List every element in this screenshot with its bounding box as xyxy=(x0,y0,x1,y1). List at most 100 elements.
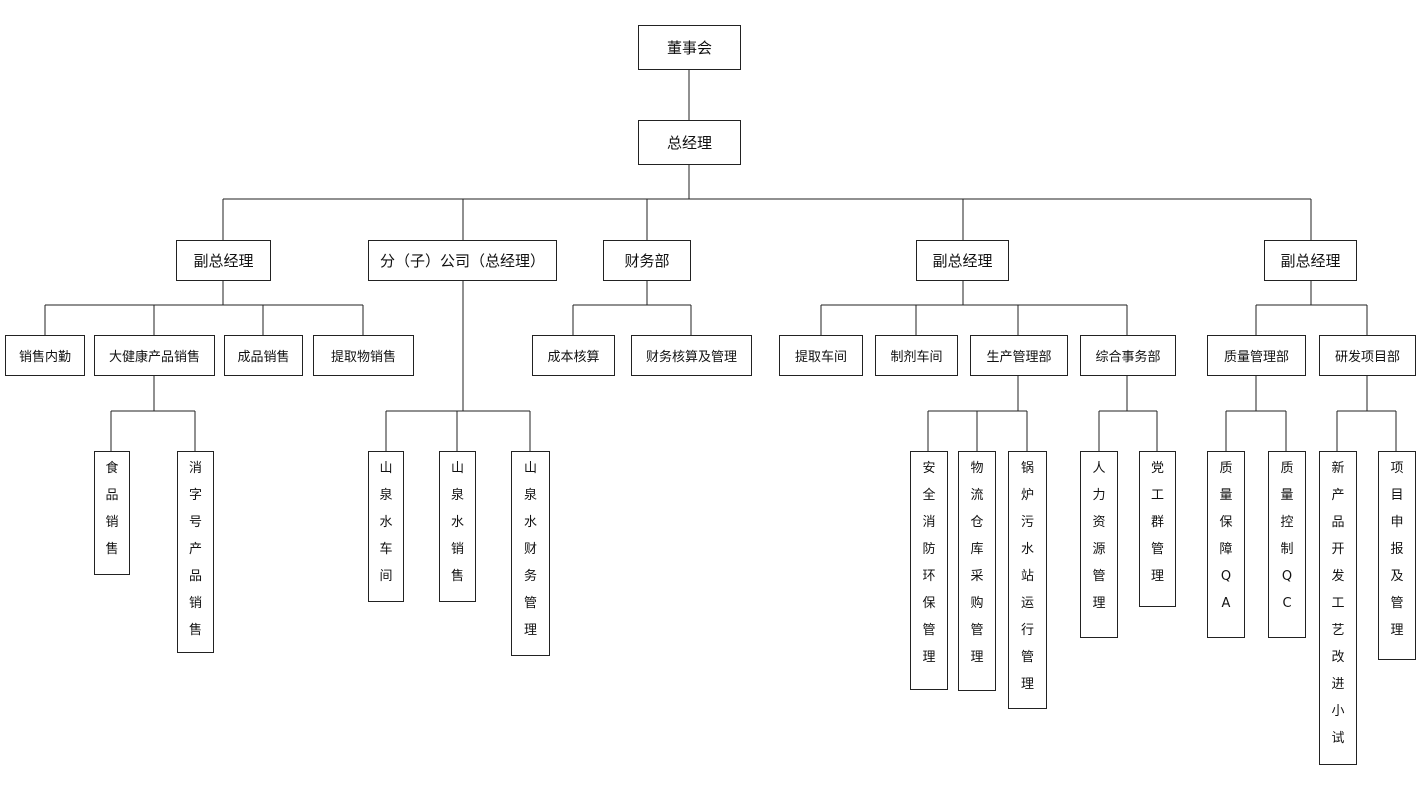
vertical-char: 售 xyxy=(450,569,464,584)
vertical-char: 群 xyxy=(1150,515,1164,530)
vertical-char: 理 xyxy=(922,650,936,665)
vertical-char: 物 xyxy=(970,461,984,476)
vertical-node: 人力资源管理 xyxy=(1080,451,1118,638)
vertical-char: 质 xyxy=(1219,461,1233,476)
vertical-char: 站 xyxy=(1020,569,1034,584)
quality-mgmt-node: 质量管理部 xyxy=(1207,335,1306,376)
vertical-char: 山 xyxy=(450,461,464,476)
vertical-char: 管 xyxy=(970,623,984,638)
vertical-node: 安全消防环保管理 xyxy=(910,451,948,690)
formulation-workshop-node: 制剂车间 xyxy=(875,335,958,376)
vertical-char: 新 xyxy=(1331,461,1345,476)
finance-dept-node: 财务部 xyxy=(603,240,691,281)
financial-accounting-node: 财务核算及管理 xyxy=(631,335,752,376)
general-affairs-node: 综合事务部 xyxy=(1080,335,1176,376)
vertical-char: 艺 xyxy=(1331,623,1345,638)
vertical-char: 产 xyxy=(1331,488,1345,503)
vertical-char: 管 xyxy=(922,623,936,638)
vertical-char: Q xyxy=(1220,569,1232,584)
vertical-node: 项目申报及管理 xyxy=(1378,451,1416,660)
vertical-char: 采 xyxy=(970,569,984,584)
vertical-char: 理 xyxy=(1020,677,1034,692)
vertical-char: 理 xyxy=(1150,569,1164,584)
vertical-char: 报 xyxy=(1390,542,1404,557)
vertical-char: 流 xyxy=(970,488,984,503)
vertical-char: 号 xyxy=(188,515,202,530)
board-node: 董事会 xyxy=(638,25,741,70)
vertical-char: 购 xyxy=(970,596,984,611)
vertical-char: 资 xyxy=(1092,515,1106,530)
vertical-char: 理 xyxy=(523,623,537,638)
vertical-char: 水 xyxy=(450,515,464,530)
vertical-node: 山泉水车间 xyxy=(368,451,404,602)
vertical-char: 务 xyxy=(523,569,537,584)
vertical-char: 字 xyxy=(188,488,202,503)
vertical-char: 泉 xyxy=(523,488,537,503)
production-mgmt-node: 生产管理部 xyxy=(970,335,1068,376)
vertical-char: 障 xyxy=(1219,542,1233,557)
vertical-char: 锅 xyxy=(1020,461,1034,476)
cost-accounting-node: 成本核算 xyxy=(532,335,615,376)
rd-project-node: 研发项目部 xyxy=(1319,335,1416,376)
vertical-char: 工 xyxy=(1150,488,1164,503)
vertical-node: 消字号产品销售 xyxy=(177,451,214,653)
vertical-char: C xyxy=(1282,596,1292,611)
vertical-char: 制 xyxy=(1280,542,1294,557)
vertical-char: 量 xyxy=(1280,488,1294,503)
vertical-char: 销 xyxy=(450,542,464,557)
vertical-char: 申 xyxy=(1390,515,1404,530)
vertical-char: 炉 xyxy=(1020,488,1034,503)
vertical-char: 管 xyxy=(1150,542,1164,557)
vertical-char: 水 xyxy=(379,515,393,530)
vertical-char: 间 xyxy=(379,569,393,584)
vertical-char: 及 xyxy=(1390,569,1404,584)
gm-node: 总经理 xyxy=(638,120,741,165)
vertical-char: 试 xyxy=(1331,731,1345,746)
vp-sales-node: 副总经理 xyxy=(176,240,271,281)
vertical-node: 锅炉污水站运行管理 xyxy=(1008,451,1047,709)
vertical-node: 山泉水销售 xyxy=(439,451,476,602)
vertical-char: 进 xyxy=(1331,677,1345,692)
vertical-node: 新产品开发工艺改进小试 xyxy=(1319,451,1357,765)
vertical-char: 目 xyxy=(1390,488,1404,503)
vertical-char: Q xyxy=(1281,569,1293,584)
health-sales-node: 大健康产品销售 xyxy=(94,335,215,376)
vertical-char: 消 xyxy=(922,515,936,530)
vertical-char: 管 xyxy=(1020,650,1034,665)
vertical-char: 泉 xyxy=(379,488,393,503)
vertical-char: 理 xyxy=(1390,623,1404,638)
vertical-char: 保 xyxy=(1219,515,1233,530)
vertical-char: 食 xyxy=(105,461,119,476)
vertical-char: 售 xyxy=(188,623,202,638)
vertical-node: 食品销售 xyxy=(94,451,130,575)
vertical-char: 山 xyxy=(379,461,393,476)
vertical-char: 质 xyxy=(1280,461,1294,476)
vertical-char: 管 xyxy=(1092,569,1106,584)
vertical-char: 山 xyxy=(523,461,537,476)
extraction-workshop-node: 提取车间 xyxy=(779,335,863,376)
vertical-char: 管 xyxy=(523,596,537,611)
vertical-node: 山泉水财务管理 xyxy=(511,451,550,656)
vertical-node: 物流仓库采购管理 xyxy=(958,451,996,691)
vertical-char: 环 xyxy=(922,569,936,584)
vertical-char: 销 xyxy=(105,515,119,530)
vertical-char: 发 xyxy=(1331,569,1345,584)
extract-sales-node: 提取物销售 xyxy=(313,335,414,376)
vertical-char: 消 xyxy=(188,461,202,476)
vertical-char: 力 xyxy=(1092,488,1106,503)
vertical-char: 财 xyxy=(523,542,537,557)
subsidiary-node: 分（子）公司（总经理） xyxy=(368,240,557,281)
vertical-char: 改 xyxy=(1331,650,1345,665)
vertical-char: 工 xyxy=(1331,596,1345,611)
vertical-char: 污 xyxy=(1020,515,1034,530)
vp-quality-node: 副总经理 xyxy=(1264,240,1357,281)
vertical-char: 理 xyxy=(970,650,984,665)
vertical-char: 运 xyxy=(1020,596,1034,611)
vertical-char: 产 xyxy=(188,542,202,557)
vertical-char: 车 xyxy=(379,542,393,557)
vertical-char: A xyxy=(1221,596,1231,611)
vertical-char: 控 xyxy=(1280,515,1294,530)
vertical-char: 源 xyxy=(1092,542,1106,557)
